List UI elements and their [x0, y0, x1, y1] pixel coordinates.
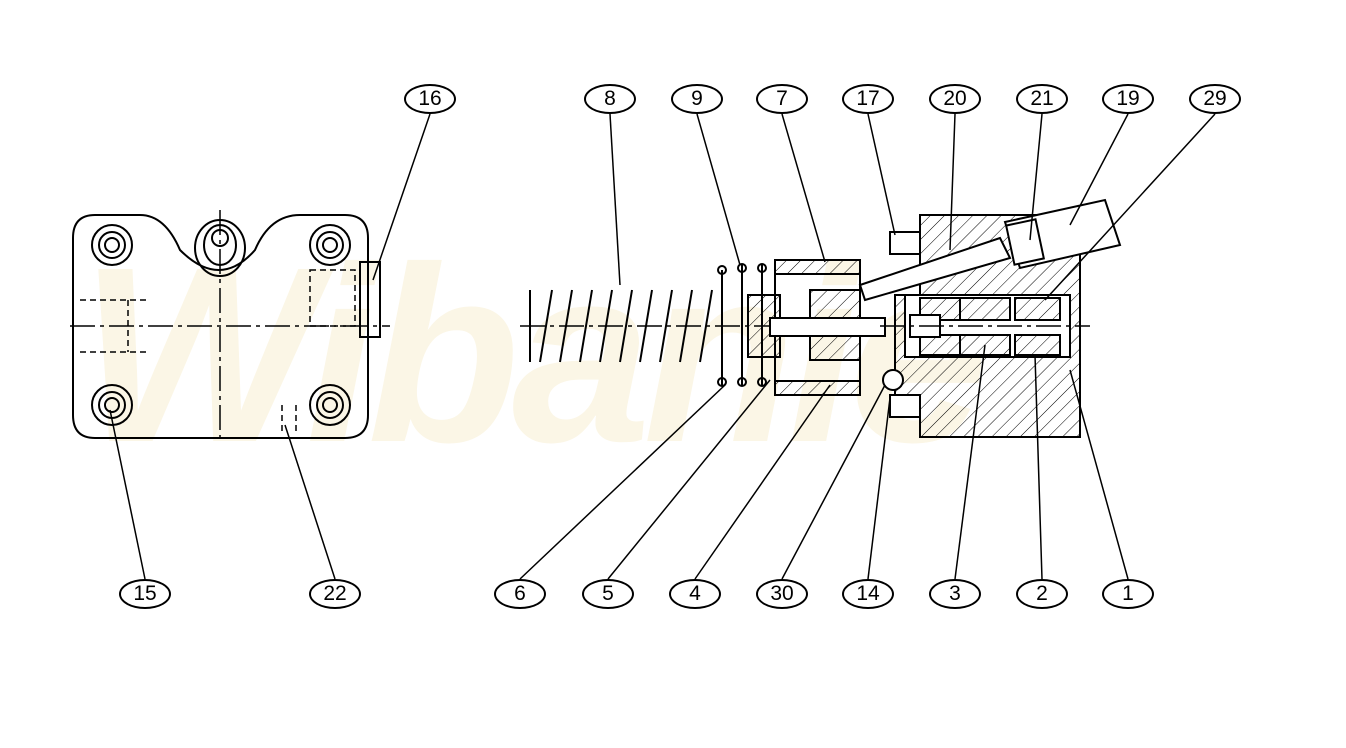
part-label: 2 — [1016, 579, 1068, 609]
part-label: 14 — [842, 579, 894, 609]
part-label: 9 — [671, 84, 723, 114]
part-label: 4 — [669, 579, 721, 609]
bolt-hole-icon — [309, 384, 351, 426]
part-label: 1 — [1102, 579, 1154, 609]
part-label: 5 — [582, 579, 634, 609]
part-label: 22 — [309, 579, 361, 609]
part-label: 6 — [494, 579, 546, 609]
spring — [520, 289, 880, 363]
part-label: 16 — [404, 84, 456, 114]
leader-lines — [109, 113, 1216, 580]
part-label: 17 — [842, 84, 894, 114]
valve-body — [858, 198, 1122, 438]
part-label: 19 — [1102, 84, 1154, 114]
part-label: 3 — [929, 579, 981, 609]
part-label: 15 — [119, 579, 171, 609]
part-label: 8 — [584, 84, 636, 114]
part-label: 21 — [1016, 84, 1068, 114]
part-label: 7 — [756, 84, 808, 114]
spring-housing — [717, 259, 886, 396]
bolt-hole-icon — [91, 224, 133, 266]
end-view — [70, 210, 390, 442]
part-label: 30 — [756, 579, 808, 609]
part-label: 29 — [1189, 84, 1241, 114]
bolt-hole-icon — [309, 224, 351, 266]
part-label: 20 — [929, 84, 981, 114]
